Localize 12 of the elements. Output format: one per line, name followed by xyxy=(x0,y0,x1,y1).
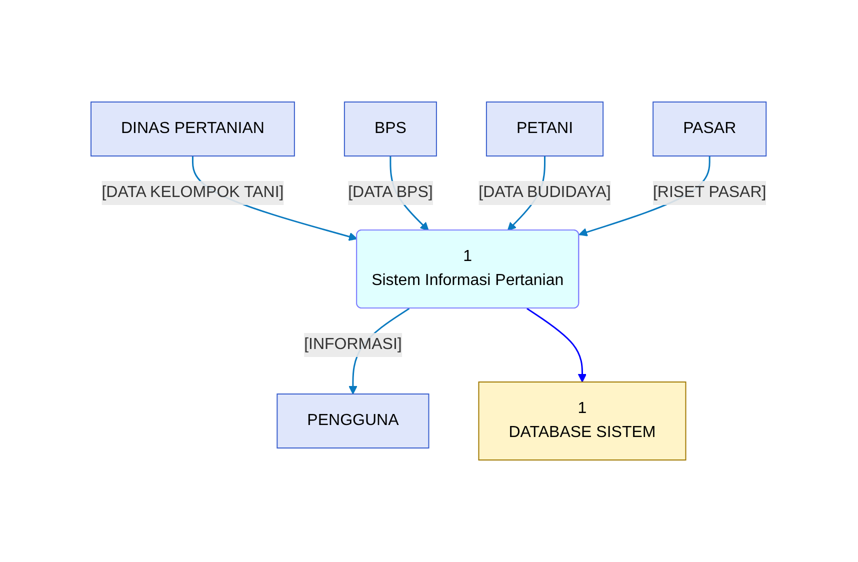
edge-label: [DATA BPS] xyxy=(348,184,434,201)
edge-label: [DATA KELOMPOK TANI] xyxy=(102,184,284,201)
node-box: PETANI xyxy=(486,102,604,156)
node-box: BPS xyxy=(344,102,438,156)
node-box: 1 DATABASE SISTEM xyxy=(478,382,687,460)
node-box: DINAS PERTANIAN xyxy=(90,102,296,156)
edge-label: [INFORMASI] xyxy=(304,336,402,353)
node-box: PENGGUNA xyxy=(277,394,430,448)
arrow xyxy=(526,308,588,382)
edge-label: [RISET PASAR] xyxy=(653,184,767,201)
node-box: PASAR xyxy=(652,102,768,156)
edge-label: [DATA BUDIDAYA] xyxy=(479,184,612,201)
